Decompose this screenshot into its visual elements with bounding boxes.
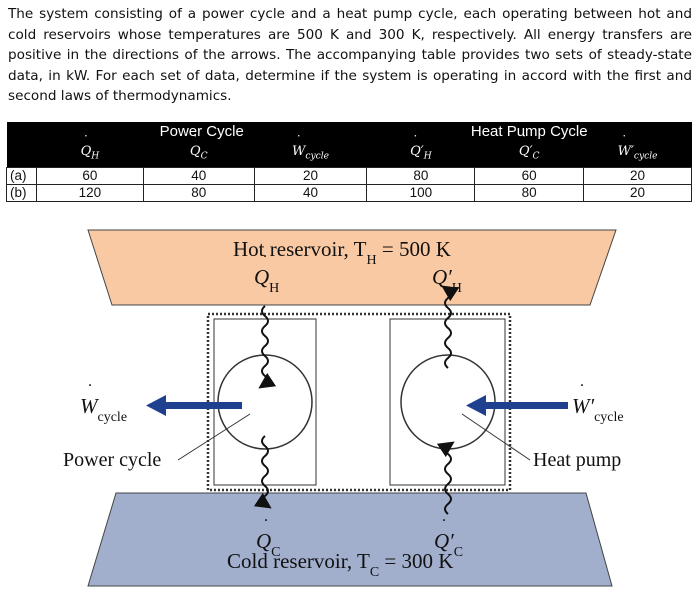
col-wcycle: Wcycle <box>254 142 367 168</box>
wcycle-prime-dot: ˙ <box>579 380 585 400</box>
cell: 40 <box>142 166 255 185</box>
col-wcycle-prime: W′cycle <box>583 142 692 168</box>
wcycle-label: Wcycle <box>80 394 127 425</box>
steady-state-data-table: Power Cycle Heat Pump Cycle QH QC Wcycle… <box>6 122 692 202</box>
qh-prime-heat-arrow <box>441 285 460 369</box>
qh-dot: ˙ <box>262 251 268 271</box>
table-corner-2 <box>6 142 37 168</box>
cell: 100 <box>366 183 476 202</box>
qh-prime-label: Q′H <box>432 265 462 296</box>
problem-statement: The system consisting of a power cycle a… <box>8 6 692 104</box>
qc-prime-label: Q′C <box>434 529 463 560</box>
col-qc-prime: Q′C <box>474 142 584 168</box>
cell: 60 <box>35 166 144 185</box>
wcycle-work-arrow <box>146 395 242 416</box>
system-diagram: Hot reservoir, TH = 500 K QH ˙ Q′H ˙ Wcy… <box>0 222 700 603</box>
cell: 40 <box>253 183 368 202</box>
cell: 20 <box>583 183 692 202</box>
heat-pump-cycle-header: Heat Pump Cycle <box>366 122 692 142</box>
cold-reservoir <box>87 492 613 587</box>
table-row: (b) 120 80 40 100 80 20 <box>6 183 692 202</box>
wcycle-prime-work-arrow <box>466 395 568 416</box>
hot-reservoir <box>87 229 617 306</box>
qc-heat-arrow <box>253 435 272 509</box>
system-boundary <box>206 312 512 492</box>
cold-reservoir-label: Cold reservoir, TC = 300 K <box>227 549 453 580</box>
power-cycle-label: Power cycle <box>63 449 161 471</box>
heat-pump-leader <box>461 413 531 461</box>
wcycle-dot: ˙ <box>87 380 93 400</box>
cell: 120 <box>35 183 144 202</box>
cell: 80 <box>142 183 255 202</box>
col-qh-prime: Q′H <box>366 142 475 168</box>
qh-prime-dot: ˙ <box>439 251 445 271</box>
qh-label: QH <box>254 265 279 296</box>
wcycle-prime-label: W′cycle <box>572 394 624 425</box>
row-label: (b) <box>6 183 37 202</box>
qc-prime-dot: ˙ <box>441 515 447 535</box>
qc-label: QC <box>256 529 281 560</box>
cell: 80 <box>366 166 476 185</box>
cell: 60 <box>474 166 585 185</box>
table-corner <box>6 122 37 142</box>
qh-heat-arrow <box>258 305 277 389</box>
hot-reservoir-label: Hot reservoir, TH = 500 K <box>233 237 451 268</box>
heat-pump-label: Heat pump <box>533 449 621 471</box>
row-label: (a) <box>6 166 37 185</box>
power-cycle-leader <box>177 413 251 461</box>
power-cycle-header: Power Cycle <box>36 122 367 142</box>
cell: 20 <box>253 166 368 185</box>
qc-prime-heat-arrow <box>436 441 455 515</box>
cell: 80 <box>474 183 585 202</box>
cell: 20 <box>583 166 692 185</box>
qc-dot: ˙ <box>263 515 269 535</box>
col-qh: QH <box>36 142 144 168</box>
table-row: (a) 60 40 20 80 60 20 <box>6 166 692 185</box>
col-qc: QC <box>143 142 255 168</box>
